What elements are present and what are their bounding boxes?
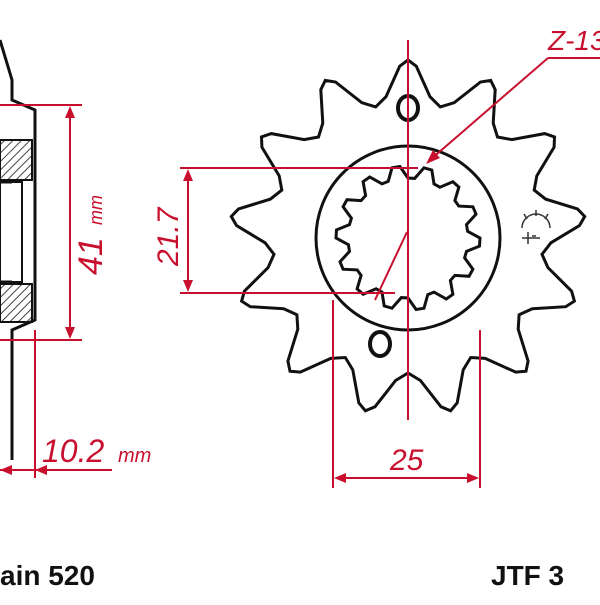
hub-diameter-value: 41: [72, 237, 110, 275]
spline-height-value: 21.7: [152, 206, 185, 267]
spline-height-dimension: [180, 167, 418, 294]
part-number-caption: JTF 3: [491, 560, 565, 591]
tooth-width-value: 10.2: [42, 433, 104, 469]
rotation-mark-icon: [521, 210, 551, 244]
bore-section: [0, 181, 23, 283]
tooth-count-label: Z-13: [547, 25, 600, 56]
bolt-hole-bottom: [368, 330, 392, 358]
hub-diameter-dimension: [0, 104, 82, 341]
hub-section-top: [0, 139, 33, 181]
sprocket-outline: [229, 58, 587, 413]
side-profile: [0, 39, 37, 460]
bolt-spacing-value: 25: [389, 444, 424, 477]
bolt-spacing-dimension: [332, 300, 481, 488]
tooth-width-unit: mm: [118, 445, 151, 467]
hub-section-bottom: [0, 283, 33, 323]
spline-bore: [334, 164, 482, 312]
tooth-width-dimension: [0, 330, 112, 478]
centre-lines: [374, 40, 409, 420]
chain-size-caption: ain 520: [0, 560, 95, 591]
tooth-count-callout: [426, 57, 600, 164]
hub-diameter-unit: mm: [86, 195, 106, 225]
